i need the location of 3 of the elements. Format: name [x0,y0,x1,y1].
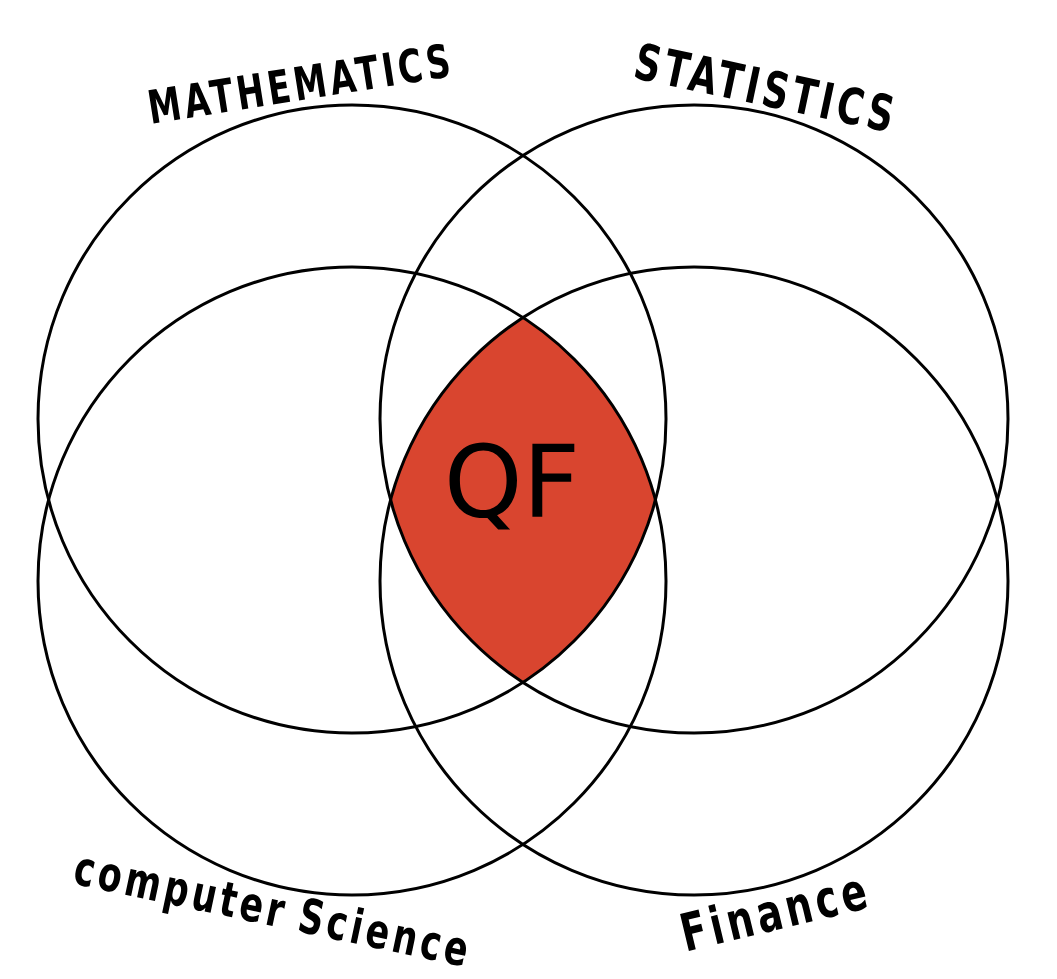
circle-label: computer Science [75,859,467,966]
intersection-region: QF [390,317,656,683]
circle-label: Finance [680,881,867,951]
